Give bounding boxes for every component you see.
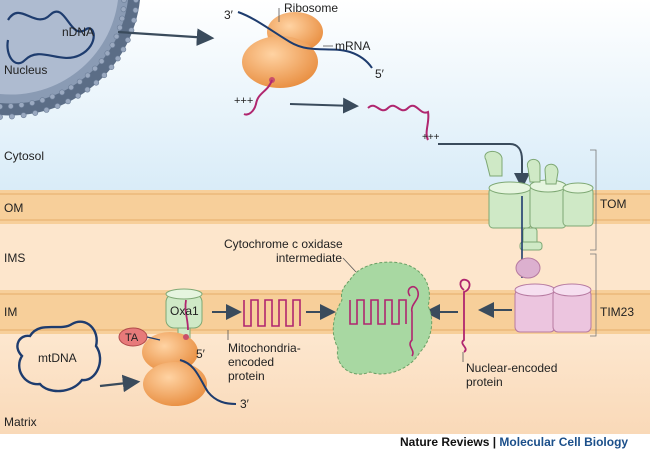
lipid-head xyxy=(75,92,81,99)
five-prime-top-label: 5′ xyxy=(375,67,385,81)
mito-protein-line2: encoded xyxy=(228,355,274,369)
credit-section: Molecular Cell Biology xyxy=(499,435,628,449)
lipid-head xyxy=(7,103,14,110)
nuclear-protein-line2: protein xyxy=(466,375,503,389)
lipid-head xyxy=(8,113,15,120)
lipid-head xyxy=(133,0,139,3)
lipid-head xyxy=(20,112,27,119)
ndna-strand xyxy=(6,10,95,65)
mrna-label: mRNA xyxy=(335,39,370,53)
matrix-label: Matrix xyxy=(4,415,37,429)
tom-complex xyxy=(484,151,594,251)
lipid-head xyxy=(132,7,139,14)
mitochondrial-ribosome xyxy=(142,332,207,406)
credit-separator: | xyxy=(489,435,499,449)
lipid-head xyxy=(0,114,3,120)
mito-protein-line1: Mitochondria- xyxy=(228,341,301,355)
lipid-head xyxy=(121,0,127,3)
lipid-head xyxy=(130,17,137,24)
lipid-head xyxy=(124,37,131,43)
cytosolic-ribosome xyxy=(242,12,323,88)
ta-link xyxy=(146,336,161,341)
plus-signs-mid: +++ xyxy=(422,132,440,143)
complex-brackets xyxy=(590,149,597,337)
lipid-head xyxy=(113,33,120,40)
tim23-label: TIM23 xyxy=(600,305,634,319)
mtdna-circle xyxy=(16,320,102,393)
lipid-head xyxy=(109,42,116,48)
plus-signs-top: +++ xyxy=(234,95,253,107)
three-prime-top-label: 3′ xyxy=(224,8,234,22)
credit-line: Nature Reviews | Molecular Cell Biology xyxy=(400,435,628,449)
lipid-head xyxy=(65,98,71,105)
cox-leader xyxy=(342,257,357,273)
lipid-head xyxy=(76,78,83,85)
lipid-head xyxy=(54,103,61,109)
lipid-head xyxy=(92,65,98,72)
credit-strip xyxy=(0,434,650,452)
lipid-head xyxy=(120,46,127,53)
lipid-head xyxy=(93,79,100,86)
ndna-label: nDNA xyxy=(62,25,94,39)
cox-label-line2: intermediate xyxy=(276,251,342,265)
lipid-head xyxy=(18,102,25,108)
mt-transcription-arrow xyxy=(99,374,141,393)
lipid-head xyxy=(0,103,3,110)
mrna-strand xyxy=(237,11,373,69)
tim23-complex xyxy=(514,257,592,333)
lipid-head xyxy=(68,84,74,91)
mitochondria-encoded-protein xyxy=(243,299,301,327)
credit-journal: Nature Reviews xyxy=(400,435,490,449)
oxa1-label: Oxa1 xyxy=(170,304,199,318)
three-prime-bottom-label: 3′ xyxy=(240,397,250,411)
ims-label: IMS xyxy=(4,251,25,265)
lipid-head xyxy=(59,89,65,96)
lipid-head xyxy=(84,86,91,93)
lipid-head xyxy=(116,24,123,31)
cytosol-label: Cytosol xyxy=(4,149,44,163)
nascent-chain-matrix xyxy=(184,299,189,331)
lipid-head xyxy=(101,72,108,79)
nuclear-protein-line1: Nuclear-encoded xyxy=(466,361,557,375)
cox-intermediate xyxy=(332,261,433,375)
precursor-protein xyxy=(367,104,430,141)
targeting-arrow xyxy=(438,143,530,189)
lipid-head xyxy=(108,64,115,70)
nuclear-encoded-protein xyxy=(459,278,471,353)
lipid-head xyxy=(114,55,121,62)
intermembrane-space xyxy=(0,224,650,290)
ribosome-label: Ribosome xyxy=(284,1,338,15)
mtdna-label: mtDNA xyxy=(38,351,77,365)
lipid-head xyxy=(119,15,125,22)
lipid-head xyxy=(43,107,50,113)
nascent-chain-top xyxy=(243,79,273,116)
lipid-head xyxy=(104,50,111,57)
im-label: IM xyxy=(4,305,17,319)
lipid-head xyxy=(98,58,105,65)
cox-label-line1: Cytochrome c oxidase xyxy=(224,237,343,251)
lipid-head xyxy=(49,93,56,100)
lipid-head xyxy=(84,72,91,79)
mito-protein-line3: protein xyxy=(228,369,265,383)
five-prime-bottom-label: 5′ xyxy=(196,347,206,361)
mt-mrna-strand xyxy=(179,359,237,405)
lipid-head xyxy=(120,6,127,13)
transcription-arrow xyxy=(117,28,215,46)
nucleus-label: Nucleus xyxy=(4,63,47,77)
translation-arrow xyxy=(289,97,359,114)
lipid-head xyxy=(29,100,35,106)
nucleus xyxy=(0,0,140,120)
lipid-head xyxy=(39,97,46,104)
lipid-head xyxy=(32,110,39,116)
tom-label: TOM xyxy=(600,197,626,211)
om-label: OM xyxy=(4,201,23,215)
ta-label: TA xyxy=(125,332,139,344)
